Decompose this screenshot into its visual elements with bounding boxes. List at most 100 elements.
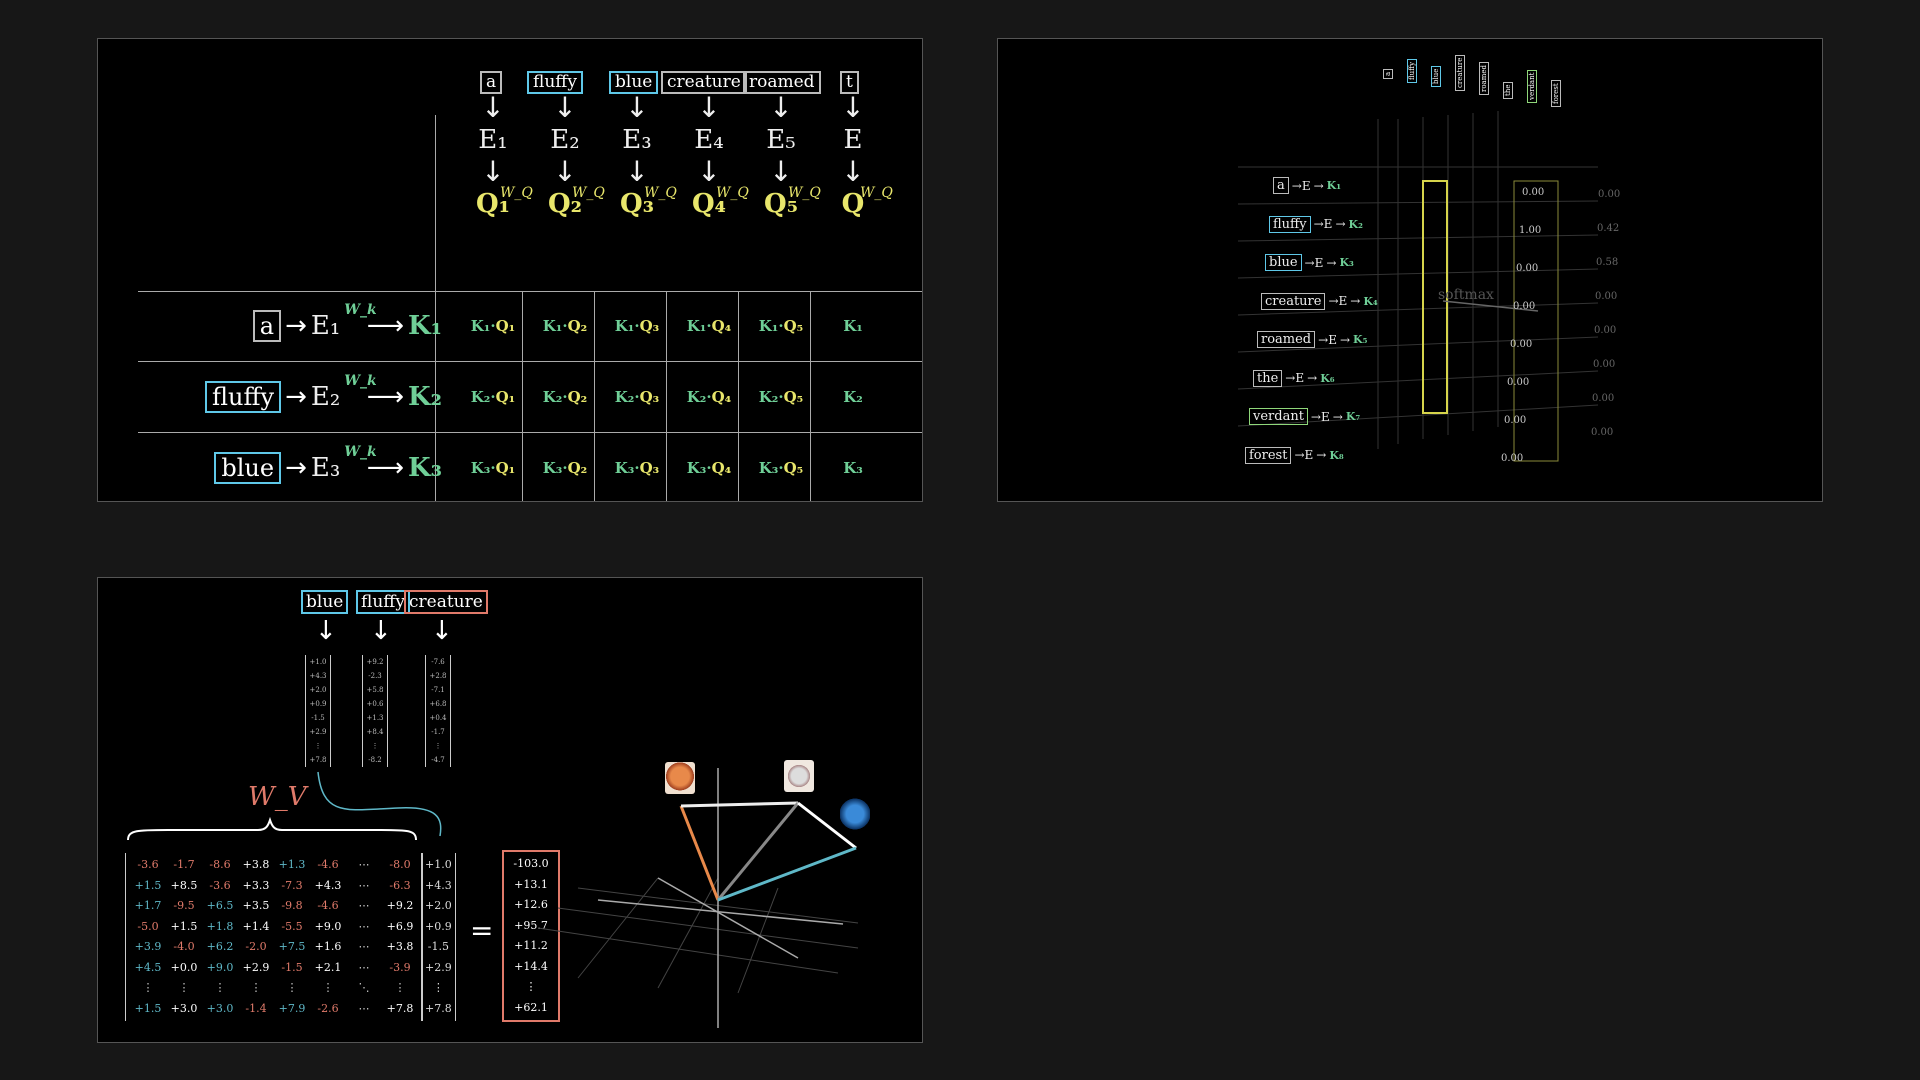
vector-entry: +0.9 <box>309 700 327 708</box>
wq-label: W_Q <box>716 185 749 201</box>
matrix-entry: +3.3 <box>242 878 270 892</box>
mini-token-label: fluffy <box>1407 58 1417 83</box>
key-vector: K₇ <box>1345 410 1361 423</box>
vector-entry: +1.3 <box>366 714 384 722</box>
query-part: Q₅ <box>783 388 804 406</box>
query-part: Q₁ <box>495 459 516 477</box>
query-part: Q₄ <box>711 459 732 477</box>
matrix-entry: ⋮ <box>322 981 334 994</box>
matrix-entry: +6.9 <box>386 919 414 933</box>
key-vector: K₅ <box>1353 333 1368 346</box>
right-arrow-icon: → <box>1339 332 1351 347</box>
matrix-row: ⋮⋮⋮⋮⋮⋮⋱⋮ <box>130 978 418 999</box>
dot-operator: · <box>778 459 784 477</box>
key-row-label: creature→E→K₄ <box>1261 292 1378 310</box>
token-label: forest <box>1245 446 1292 464</box>
vector-entry: +7.8 <box>309 756 327 764</box>
softmax-value: 0.00 <box>1522 187 1545 198</box>
right-arrow-icon: →E <box>1304 255 1324 270</box>
token-label: roamed <box>1257 331 1316 348</box>
right-arrow-icon: ⟶ <box>366 453 404 483</box>
token-label: fluffy <box>527 71 583 94</box>
vector-entry: +8.4 <box>366 728 384 736</box>
vector-entry: -1.5 <box>311 714 325 722</box>
matrix-entry: +7.5 <box>278 940 306 953</box>
down-arrow-icon: ↓ <box>481 91 505 124</box>
matrix-entry: ⋮ <box>250 981 262 994</box>
matrix-entry: ⋯ <box>358 858 370 871</box>
embedding-vector: E₃ <box>622 125 652 155</box>
down-arrow-icon: ↓ <box>697 155 721 188</box>
vector-entry: +0.6 <box>366 700 384 708</box>
right-arrow-icon: → <box>1326 255 1337 270</box>
down-arrow-icon: ↓ <box>370 616 392 646</box>
key-part: K₁ <box>470 317 491 335</box>
dot-product-cell: K₁·Q₅ <box>738 317 824 335</box>
token-label: blue <box>301 590 349 614</box>
matrix-row: +1.5+3.0+3.0-1.4+7.9-2.6⋯+7.8 <box>130 999 418 1020</box>
token-label: t <box>840 71 859 94</box>
matrix-entry: +1.5 <box>134 878 162 892</box>
key-part: K₂ <box>614 388 635 406</box>
matrix-entry: +3.0 <box>206 1001 234 1015</box>
input-vector: +1.0+4.3+2.0+0.9-1.5+2.9⋮+7.8 <box>421 853 456 1021</box>
matrix-entry: +1.6 <box>314 940 342 953</box>
key-vector: K₁ <box>1326 179 1342 192</box>
matrix-entry: +3.5 <box>242 899 270 912</box>
down-arrow-icon: ↓ <box>841 155 865 188</box>
token-label: a <box>1273 177 1289 194</box>
embedding-vector: E₂ <box>310 382 341 412</box>
dot-operator: · <box>706 459 712 477</box>
matrix-entry: -9.5 <box>173 899 195 912</box>
query-part: Q₃ <box>639 459 660 477</box>
side-value: 0.00 <box>1595 291 1618 302</box>
right-arrow-icon: → <box>285 311 307 341</box>
right-arrow-icon: →E <box>1328 294 1348 308</box>
query-vector: Q₅ <box>763 189 799 219</box>
vector-entry: +1.0 <box>309 658 327 666</box>
vector-entry: +2.9 <box>425 960 452 974</box>
matrix-entry: -2.6 <box>317 1001 339 1015</box>
key-vector: K₂ <box>1348 217 1363 231</box>
matrix-entry: -1.7 <box>173 858 195 871</box>
matrix-entry: ⋯ <box>358 878 370 892</box>
vector-entry: -8.2 <box>368 756 382 764</box>
right-arrow-icon: → <box>1350 294 1361 308</box>
matrix-entry: -7.3 <box>281 878 303 892</box>
dot-product-cell: K₃·Q₃ <box>594 459 680 477</box>
query-vector: Q₃ <box>619 189 655 219</box>
softmax-column <box>1513 180 1559 462</box>
matrix-entry: +1.5 <box>134 1001 162 1015</box>
wq-label: W_Q <box>572 185 605 201</box>
matrix-entry: ⋯ <box>358 1001 370 1015</box>
key-part: K₂ <box>470 388 491 406</box>
embedding-column-vector: -7.6+2.8-7.1+6.8+0.4-1.7⋮-4.7 <box>425 655 451 767</box>
right-arrow-icon: →E <box>1294 448 1314 462</box>
matrix-entry: -8.6 <box>209 858 231 871</box>
blue-creature-image-icon <box>840 798 870 830</box>
matrix-row: -3.6-1.7-8.6+3.8+1.3-4.6⋯-8.0 <box>130 855 418 876</box>
matrix-entry: -4.6 <box>317 899 339 912</box>
query-part: Q₂ <box>567 388 588 406</box>
matrix-entry: +2.1 <box>314 960 342 974</box>
dot-operator: · <box>490 459 496 477</box>
right-arrow-icon: ⟶ <box>366 311 404 341</box>
mini-token-label: a <box>1383 68 1393 79</box>
query-vector: Q <box>841 189 865 219</box>
result-vector: -103.0+13.1+12.6+95.7+11.2+14.4⋮+62.1 <box>502 850 560 1022</box>
query-part: Q₃ <box>639 388 660 406</box>
dot-product-cell: K₁·Q₃ <box>594 317 680 335</box>
down-arrow-icon: ↓ <box>553 155 577 188</box>
token-label: fluffy <box>1269 215 1311 233</box>
key-part: K₂ <box>758 388 779 406</box>
right-arrow-icon: ⟶ <box>366 382 404 412</box>
dot-operator: · <box>634 388 640 406</box>
side-value: 0.42 <box>1597 223 1620 234</box>
embedding-column-vector: +1.0+4.3+2.0+0.9-1.5+2.9⋮+7.8 <box>305 655 331 767</box>
token-label: blue <box>609 71 659 94</box>
token-label: blue <box>1265 254 1302 271</box>
down-arrow-icon: ↓ <box>315 616 337 646</box>
